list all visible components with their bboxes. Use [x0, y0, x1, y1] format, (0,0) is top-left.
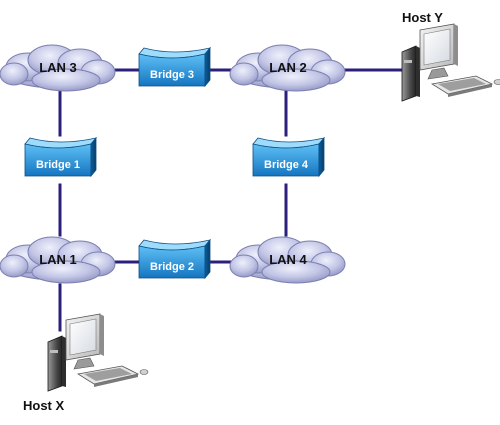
host-x-computer-icon [47, 313, 149, 392]
bridge-3-label: Bridge 3 [150, 69, 194, 81]
lan-1-label: LAN 1 [39, 252, 77, 267]
lan-3-label: LAN 3 [39, 60, 77, 75]
bridge-3: Bridge 3 [138, 47, 211, 87]
host-y-computer-icon [401, 23, 500, 102]
bridge-2-label: Bridge 2 [150, 261, 194, 273]
links [58, 68, 404, 332]
bridge-4: Bridge 4 [252, 137, 325, 177]
lan-2-cloud: LAN 2 [229, 44, 346, 92]
bridge-1-label: Bridge 1 [36, 159, 80, 171]
bridge-1: Bridge 1 [24, 137, 97, 177]
bridge-2: Bridge 2 [138, 239, 211, 279]
bridge-4-label: Bridge 4 [264, 159, 309, 171]
lan-4-cloud: LAN 4 [229, 236, 346, 284]
lan-1-cloud: LAN 1 [0, 236, 116, 284]
host-x-label: Host X [23, 398, 65, 413]
lan-2-label: LAN 2 [269, 60, 307, 75]
lan-4-label: LAN 4 [269, 252, 307, 267]
lan-3-cloud: LAN 3 [0, 44, 116, 92]
host-y-label: Host Y [402, 10, 443, 25]
